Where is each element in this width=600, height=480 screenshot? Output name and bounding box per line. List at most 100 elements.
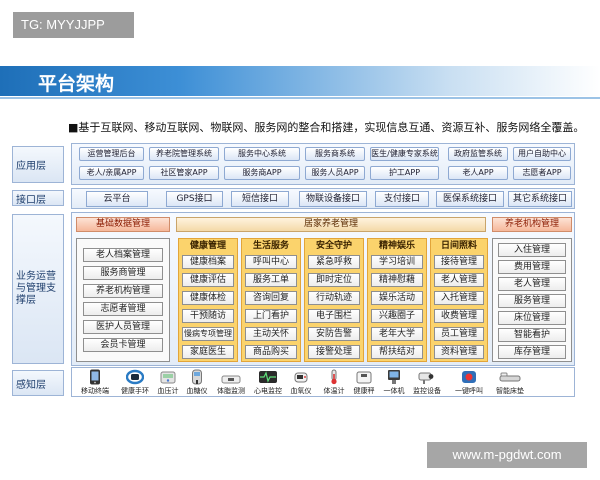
basic-data-item: 服务商管理 [83,266,163,280]
device-mobile: 移动终端 [78,369,112,396]
app-module: 社区管家APP [149,166,219,180]
org-item: 入住管理 [498,243,566,257]
basic-data-item: 养老机构管理 [83,284,163,298]
home-item: 接警处理 [308,345,360,359]
app-module: 护工APP [370,166,439,180]
home-item: 学习培训 [371,255,423,269]
body-scale-icon [221,375,241,384]
device-smart-mattress: 智能床垫 [492,369,528,396]
sensing-layer-pane: 移动终端 健康手环 血压计 血糖仪 体脂监测 心电监控 血氧仪 体温计 健康秤 … [71,367,575,397]
device-ecg: 心电监控 [250,369,286,396]
oximeter-icon [294,372,308,383]
interface-item: 云平台 [86,191,148,207]
home-column-safety: 安全守护 紧急呼救 即时定位 行动轨迹 电子围栏 安防告警 接警处理 [304,238,364,362]
device-wristband: 健康手环 [118,369,152,396]
column-title: 精神娱乐 [378,241,415,251]
device-label: 血糖仪 [186,387,208,395]
all-in-one-icon [388,370,400,384]
device-glucose-meter: 血糖仪 [183,369,211,396]
wristband-icon [126,369,144,385]
layer-label-business: 业务运营与管理支撑层 [12,214,64,364]
device-thermometer: 体温计 [319,369,349,396]
home-item: 精神慰藉 [371,273,423,287]
device-oximeter: 血氧仪 [286,369,316,396]
interface-item: 其它系统接口 [508,191,572,207]
home-column-life: 生活服务 呼叫中心 服务工单 咨询回复 上门看护 主动关怀 商品购买 [241,238,301,362]
phone-icon [90,369,100,385]
basic-data-group: 老人档案管理 服务商管理 养老机构管理 志愿者管理 医护人员管理 会员卡管理 [76,238,170,362]
home-item: 收费管理 [434,309,484,323]
app-module: 政府监管系统 [448,147,508,161]
org-management-group: 入住管理 费用管理 老人管理 服务管理 床位管理 智能看护 库存管理 [492,238,572,362]
home-item: 主动关怀 [245,327,297,341]
camera-icon [418,372,434,384]
section-header-home: 居家养老管理 [176,217,486,232]
column-title: 日间照料 [440,241,477,251]
smart-mattress-icon [499,372,521,382]
section-header-org: 养老机构管理 [492,217,572,232]
basic-data-item: 老人档案管理 [83,248,163,262]
device-label: 体脂监测 [217,387,245,395]
home-item: 服务工单 [245,273,297,287]
home-item: 接待管理 [434,255,484,269]
app-module: 运营管理后台 [79,147,144,161]
home-item: 咨询回复 [245,291,297,305]
device-label: 移动终端 [81,387,109,395]
subtitle: ■基于互联网、移动互联网、物联网、服务网的整合和搭建，实现信息互通、资源互补、服… [68,121,585,134]
home-item: 上门看护 [245,309,297,323]
home-item: 慢病专项管理 [182,327,234,341]
app-module: 服务商系统 [305,147,365,161]
tag-label: TG: MYYJJPP [13,12,134,38]
home-item: 干预随访 [182,309,234,323]
app-module: 志愿者APP [513,166,571,180]
device-label: 监控设备 [413,387,441,395]
thermometer-icon [331,369,337,385]
device-all-in-one: 一体机 [379,369,409,396]
home-item: 即时定位 [308,273,360,287]
device-label: 一体机 [383,387,405,395]
home-item: 商品购买 [245,345,297,359]
home-item: 帮扶结对 [371,345,423,359]
app-module: 服务人员APP [305,166,365,180]
home-item: 安防告警 [308,327,360,341]
device-label: 体温计 [323,387,345,395]
basic-data-item: 会员卡管理 [83,338,163,352]
bp-meter-icon [160,371,176,384]
page-title: 平台架构 [38,73,115,95]
org-item: 费用管理 [498,260,566,274]
ecg-monitor-icon [259,371,277,383]
title-divider [0,97,600,99]
watermark: www.m-pgdwt.com [427,442,587,468]
home-item: 家庭医生 [182,345,234,359]
app-module: 用户自助中心 [513,147,571,161]
home-column-spirit: 精神娱乐 学习培训 精神慰藉 娱乐活动 兴趣圈子 老年大学 帮扶结对 [367,238,427,362]
business-layer-pane: 基础数据管理 居家养老管理 养老机构管理 老人档案管理 服务商管理 养老机构管理… [71,212,575,366]
interface-item: 短信接口 [231,191,289,207]
device-sos-button: 一键呼叫 [450,369,488,396]
home-item: 资料管理 [434,345,484,359]
weight-scale-icon [356,371,372,384]
interface-item: GPS接口 [166,191,223,207]
basic-data-item: 医护人员管理 [83,320,163,334]
home-item: 兴趣圈子 [371,309,423,323]
device-label: 一键呼叫 [455,387,483,395]
device-label: 血氧仪 [290,387,312,395]
app-module: 养老院管理系统 [149,147,219,161]
org-item: 老人管理 [498,277,566,291]
home-item: 紧急呼救 [308,255,360,269]
home-item: 健康评估 [182,273,234,287]
home-column-health: 健康管理 健康档案 健康评估 健康体检 干预随访 慢病专项管理 家庭医生 [178,238,238,362]
interface-item: 医保系统接口 [436,191,504,207]
layer-label-app: 应用层 [12,146,64,183]
device-label: 血压计 [157,387,179,395]
home-item: 员工管理 [434,327,484,341]
device-bp-meter: 血压计 [154,369,182,396]
app-module: 服务商APP [224,166,300,180]
interface-layer-pane: 云平台 GPS接口 短信接口 物联设备接口 支付接口 医保系统接口 其它系统接口 [71,188,575,209]
layer-label-sensing: 感知层 [12,370,64,396]
interface-item: 支付接口 [375,191,429,207]
title-bar: 平台架构 [0,66,600,96]
home-item: 娱乐活动 [371,291,423,305]
column-title: 健康管理 [189,241,226,251]
glucose-meter-icon [192,369,202,385]
